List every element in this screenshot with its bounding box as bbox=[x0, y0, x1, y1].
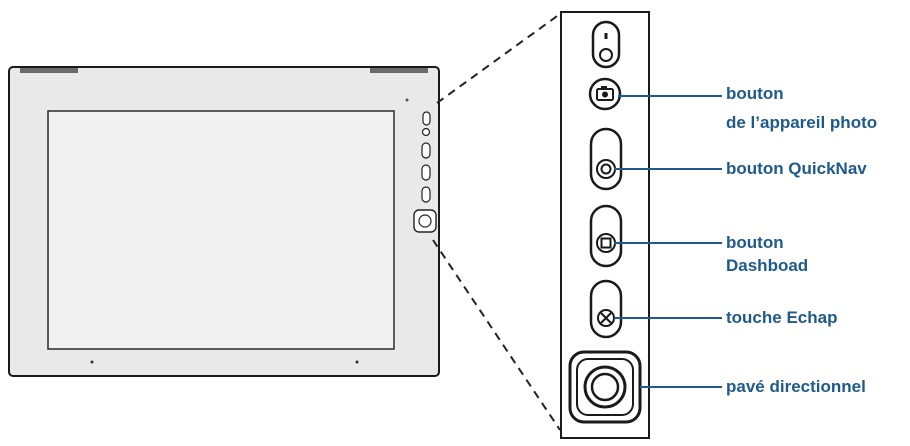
zoom-line-top bbox=[436, 13, 561, 104]
zoomed-button-panel bbox=[560, 11, 650, 439]
callout-dashboard-line2: Dashboad bbox=[726, 256, 809, 275]
tablet-screen bbox=[47, 110, 395, 350]
tablet-side-quicknav bbox=[421, 142, 431, 159]
tablet-vent-left bbox=[20, 68, 78, 73]
escape-icon bbox=[589, 279, 623, 339]
callout-camera-line1: bouton bbox=[726, 84, 784, 103]
callout-camera-line2: de l’appareil photo bbox=[726, 113, 878, 132]
directional-pad-icon bbox=[568, 350, 642, 424]
zoom-line-bottom bbox=[432, 239, 561, 431]
tablet-side-camera bbox=[421, 127, 431, 137]
tablet-side-escape bbox=[421, 186, 431, 203]
callout-quicknav: bouton QuickNav bbox=[726, 159, 867, 178]
quicknav-icon bbox=[589, 127, 623, 191]
dashboard-icon bbox=[589, 204, 623, 268]
tablet-side-dpad-center bbox=[418, 214, 432, 228]
callout-escape: touche Echap bbox=[726, 308, 838, 327]
tablet-side-dashboard bbox=[421, 164, 431, 181]
camera-icon bbox=[588, 77, 622, 111]
callout-dashboard-line1: bouton bbox=[726, 233, 784, 252]
power-icon bbox=[591, 20, 621, 69]
tablet bbox=[8, 66, 440, 377]
tablet-bottom-dot-right bbox=[355, 360, 359, 364]
tablet-side-power bbox=[422, 111, 431, 126]
tablet-sensor-dot bbox=[405, 98, 409, 102]
tablet-vent-right bbox=[370, 68, 428, 73]
tablet-bottom-dot-left bbox=[90, 360, 94, 364]
callout-directional-pad: pavé directionnel bbox=[726, 377, 866, 396]
